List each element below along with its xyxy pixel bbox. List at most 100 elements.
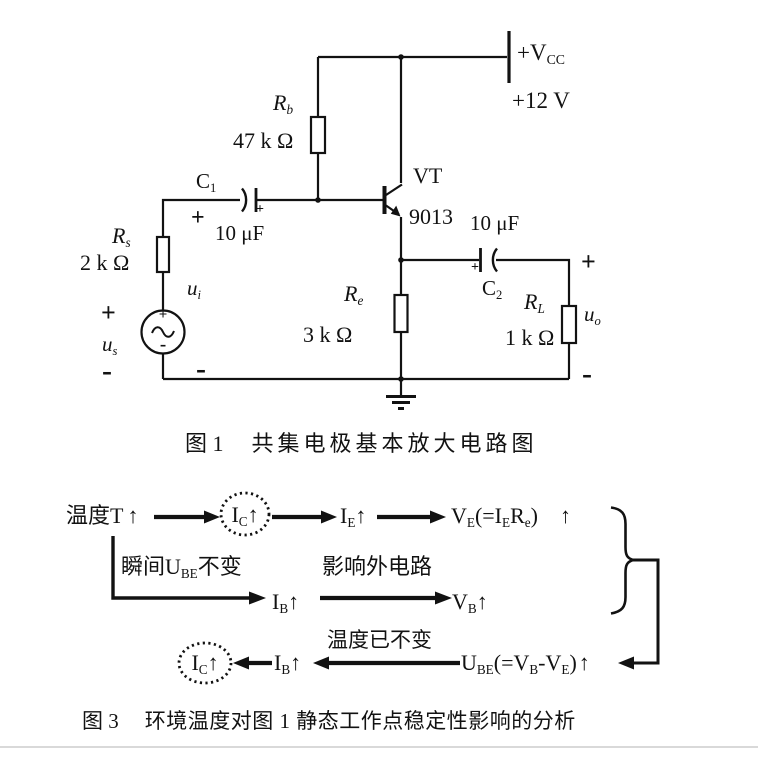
figure1-caption-text: 共集电极基本放大电路图 (251, 431, 538, 456)
resistor-symbols (155, 115, 578, 345)
ve-part: E (502, 514, 511, 530)
circuit-wires (161, 55, 571, 381)
figure3-caption-label: 图 3 (82, 709, 119, 733)
flow-ve: VE(=IERe)↑ (451, 504, 571, 530)
us-name: u (102, 332, 113, 356)
up-arrow-glyph: ↑ (290, 650, 302, 675)
note1-sub: BE (180, 565, 198, 581)
junction-dots (315, 54, 404, 382)
ui-plus-sign: + (191, 205, 205, 231)
c2-value: 10 μF (470, 211, 520, 235)
ie-sub: E (347, 514, 356, 530)
flow-temperature-text: 温度T (66, 503, 124, 528)
flow-vb: VB↑ (452, 590, 488, 616)
ic-base: I (191, 650, 199, 675)
ic-sub: C (198, 661, 208, 677)
note1-post: 不变 (197, 554, 242, 579)
uo-plus-sign: + (581, 247, 596, 276)
figure1-caption: 图 1 共集电极基本放大电路图 (185, 432, 538, 455)
ve-part: ) (530, 503, 538, 528)
c1-label: C1 (196, 170, 216, 195)
transistor-vt-symbol (382, 183, 403, 217)
source-internal-minus: - (159, 334, 167, 355)
c2-sub: 2 (496, 287, 503, 302)
ib-base: I (274, 650, 282, 675)
rl-sub: L (537, 300, 545, 316)
vcc-voltage: +12 V (512, 88, 570, 113)
re-sub: e (357, 292, 364, 308)
c1-polarity-plus: + (256, 202, 264, 217)
rb-name: R (273, 90, 287, 115)
us-minus-sign: - (102, 354, 112, 387)
rl-name: R (524, 289, 538, 314)
note1-pre: 瞬间U (121, 554, 181, 579)
re-name: R (344, 281, 358, 306)
ui-sub: i (197, 287, 202, 302)
rs-label: Rs (112, 224, 131, 250)
vcc-label-sub: CC (546, 52, 565, 68)
arrow-left-icon (233, 656, 249, 670)
up-arrow-glyph: ↑ (288, 589, 300, 614)
ube-part: BE (476, 661, 494, 677)
vcc-label: +VCC (517, 40, 565, 68)
dotted-circle-ic-end (177, 641, 233, 685)
up-arrow-glyph: ↑ (207, 650, 219, 675)
arrow-left-icon (313, 656, 329, 670)
vt-label: VT (413, 163, 443, 188)
rl-label: RL (524, 290, 545, 316)
ui-label: ui (187, 277, 201, 302)
rs-name: R (112, 223, 126, 248)
flow-ib-row3: IB↑ (274, 651, 301, 677)
ic-base: I (231, 502, 239, 527)
ve-part: (=I (474, 503, 503, 528)
flow-note-ube-constant: 瞬间UBE不变 (121, 555, 242, 581)
c1-name: C (196, 169, 211, 193)
figure3-caption: 图 3 环境温度对图 1 静态工作点稳定性影响的分析 (82, 710, 576, 732)
ib-sub: B (281, 661, 291, 677)
ve-part: V (451, 503, 467, 528)
uo-name: u (584, 302, 595, 326)
uo-label: uo (584, 303, 601, 328)
us-label: us (102, 333, 117, 358)
ib-base: I (272, 589, 280, 614)
ie-base: I (340, 503, 348, 528)
arrow-right-icon (249, 591, 266, 605)
bottom-divider (0, 746, 758, 748)
ic-sub: C (238, 513, 248, 529)
c2-label: C2 (482, 277, 502, 302)
flow-ube: UBE(=VB-VE)↑ (461, 651, 590, 677)
flow-arrows (111, 510, 660, 670)
capacitor-c1-symbol (241, 187, 258, 213)
uo-minus-sign: - (582, 357, 592, 390)
curly-brace-icon (610, 506, 638, 615)
figure1-caption-label: 图 1 (185, 431, 224, 456)
ib-sub: B (279, 600, 289, 616)
ac-source-icon (140, 309, 186, 355)
dotted-circle-ic-start (219, 491, 271, 537)
c1-value: 10 μF (215, 221, 265, 245)
ube-part: -V (538, 650, 562, 675)
up-arrow-glyph: ↑ (559, 503, 571, 528)
figure3-caption-text: 环境温度对图 1 静态工作点稳定性影响的分析 (144, 709, 576, 733)
flow-temperature: 温度T↑ (66, 504, 138, 527)
uo-sub: o (594, 313, 601, 328)
ube-part: B (529, 661, 539, 677)
capacitor-c2-symbol (479, 247, 498, 273)
arrow-right-icon (204, 510, 220, 524)
resistor-rs-symbol (155, 235, 171, 274)
c2-polarity-plus: + (471, 260, 479, 275)
us-plus-sign: + (101, 298, 116, 327)
vb-sub: B (467, 600, 477, 616)
resistor-rb-symbol (309, 115, 327, 155)
resistor-rl-symbol (560, 304, 578, 345)
us-sub: s (112, 343, 118, 358)
ube-part: U (461, 650, 477, 675)
flow-ic-end: IC↑ (191, 651, 218, 677)
arrow-right-icon (430, 510, 446, 524)
c1-sub: 1 (210, 180, 217, 195)
up-arrow-glyph: ↑ (578, 650, 590, 675)
ube-part: (=V (493, 650, 530, 675)
c2-name: C (482, 276, 497, 300)
